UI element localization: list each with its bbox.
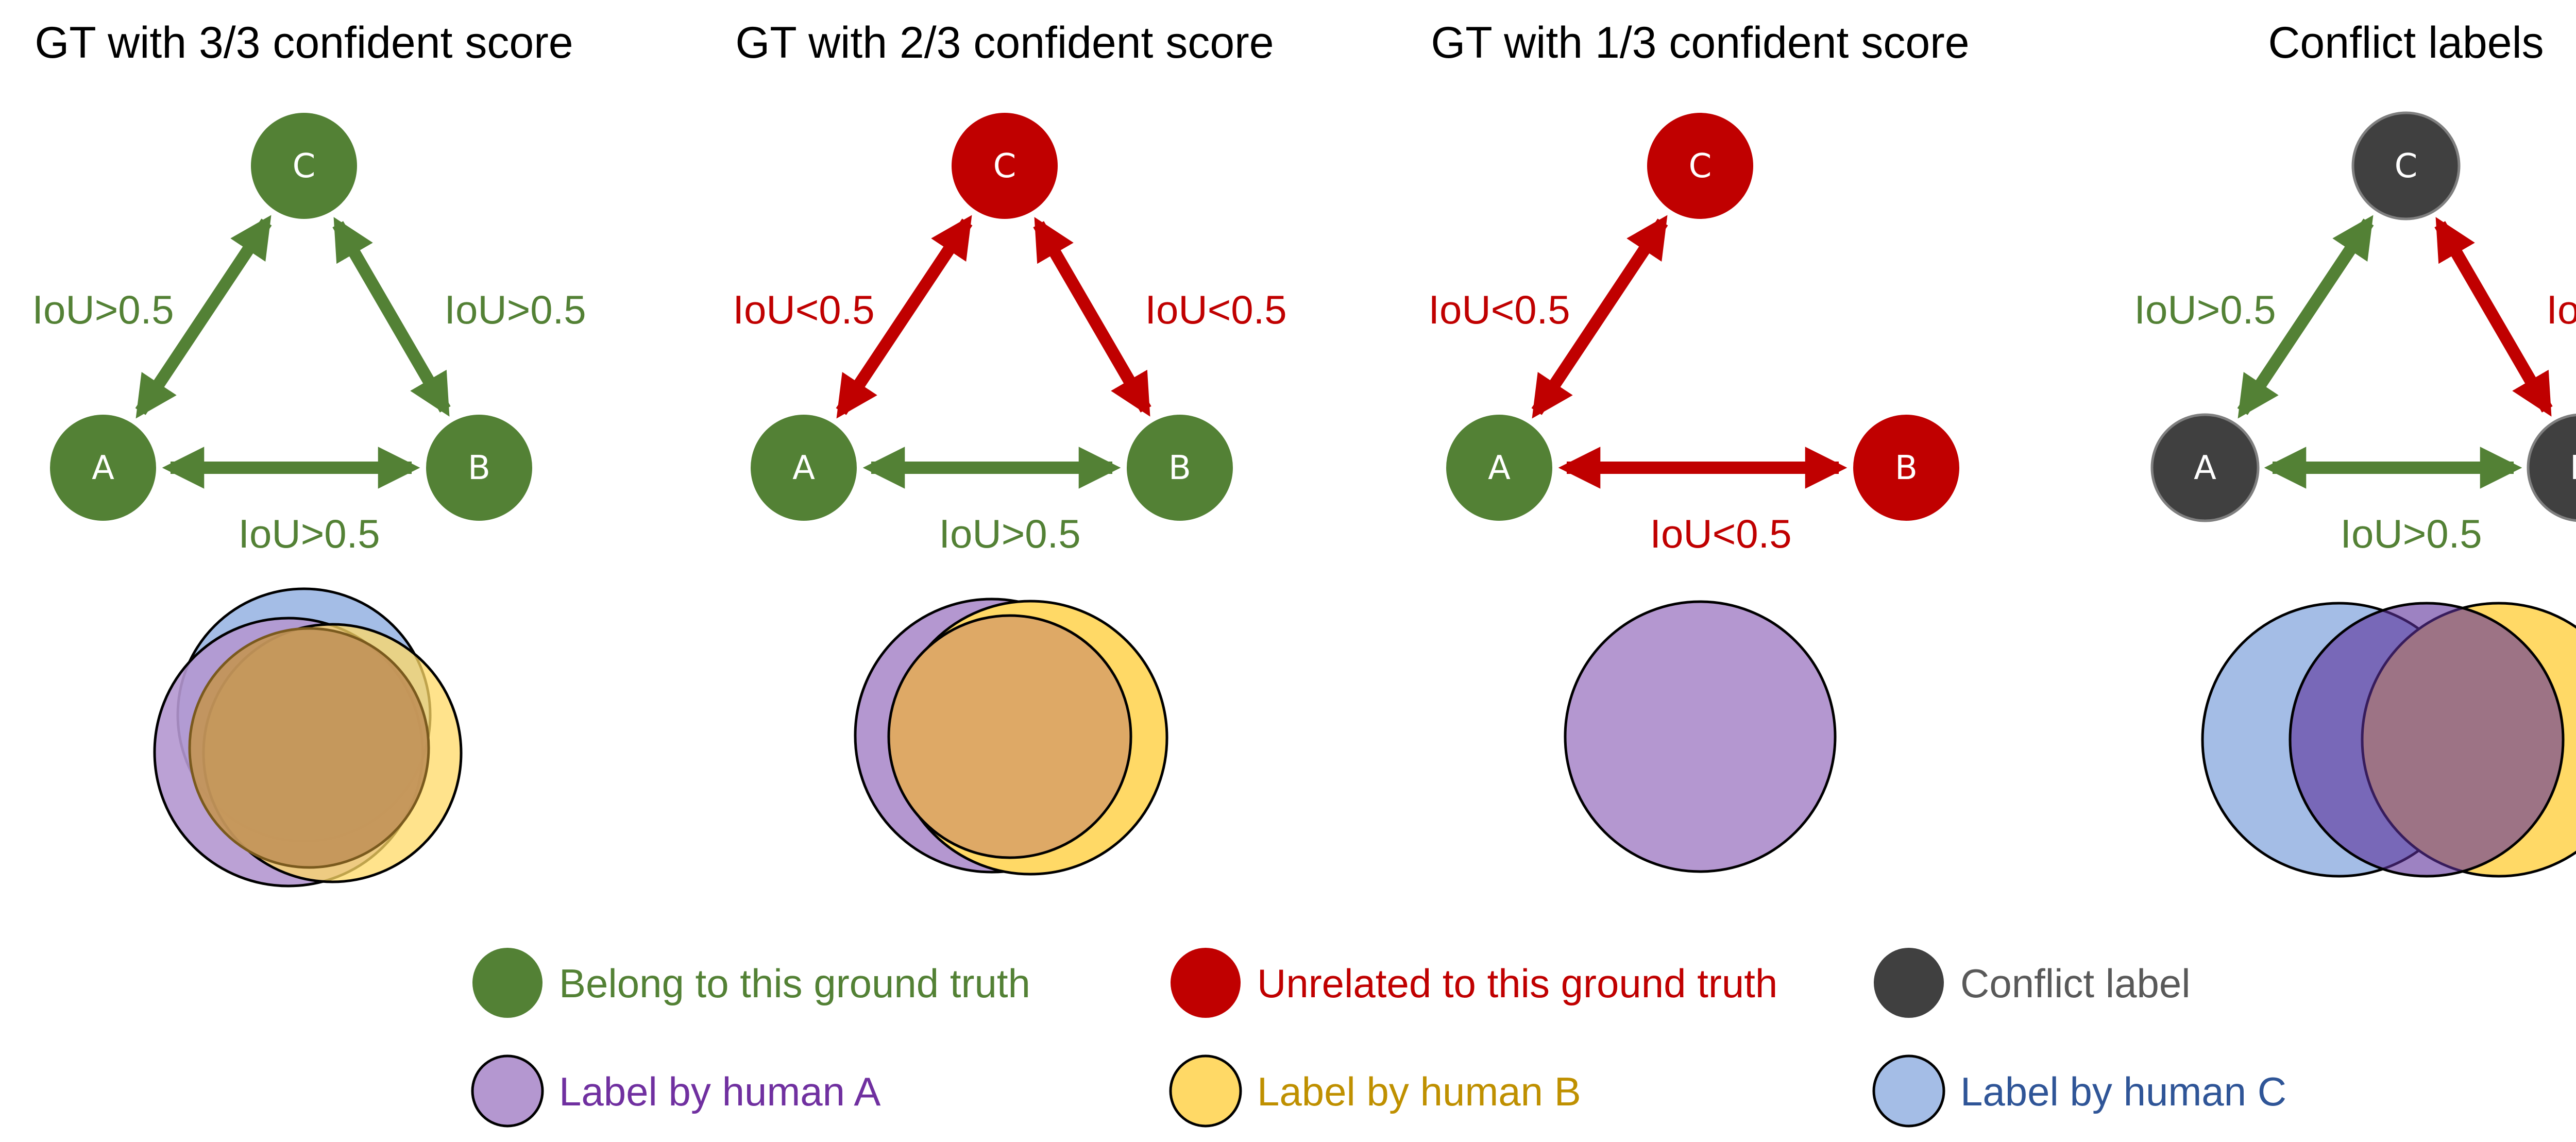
legend-swatch-green xyxy=(472,948,543,1018)
node-a-label: A xyxy=(792,449,815,487)
iou-label: IoU<0.5 xyxy=(733,287,874,332)
iou-label: IoU>0.5 xyxy=(939,511,1080,556)
label-a-circle xyxy=(2289,602,2565,878)
node-b-label: B xyxy=(2570,449,2576,487)
legend-swatch-blue xyxy=(1872,1054,1945,1128)
iou-label: IoU<0.5 xyxy=(1428,287,1570,332)
legend-swatch-purple xyxy=(471,1054,544,1128)
iou-label: IoU<0.5 xyxy=(1145,287,1286,332)
panel-3: GT with 1/3 confident scoreIoU<0.5IoU<0.… xyxy=(1428,18,1969,556)
node-a xyxy=(50,415,156,521)
node-b-label: B xyxy=(468,449,490,487)
iou-label: IoU>0.5 xyxy=(444,287,586,332)
iou-arrow-c-b xyxy=(1033,217,1151,417)
legend: Belong to this ground truth Unrelated to … xyxy=(471,948,2286,1128)
iou-arrow-c-b xyxy=(332,217,451,417)
iou-arrow-c-a xyxy=(836,215,973,419)
node-b xyxy=(2527,414,2576,522)
node-b xyxy=(1127,415,1233,521)
legend-label: Label by human B xyxy=(1257,1069,1581,1114)
overlap-figures xyxy=(153,587,2576,888)
iou-label: IoU<0.5 xyxy=(2546,287,2576,332)
legend-swatch-red xyxy=(1171,948,1241,1018)
panel-title: GT with 3/3 confident score xyxy=(35,18,573,67)
node-c xyxy=(1647,113,1753,219)
legend-label: Conflict label xyxy=(1960,961,2191,1006)
label-overlap-circle xyxy=(887,614,1132,859)
node-c-label: C xyxy=(1689,147,1712,185)
node-a xyxy=(1446,415,1552,521)
iou-arrow-c-b xyxy=(2434,217,2553,417)
panel-title: GT with 2/3 confident score xyxy=(735,18,1274,67)
node-c-label: C xyxy=(993,147,1016,185)
node-a xyxy=(751,415,857,521)
node-a xyxy=(2150,413,2260,522)
iou-label: IoU>0.5 xyxy=(2134,287,2276,332)
legend-label: Belong to this ground truth xyxy=(559,961,1030,1006)
legend-swatch-yellow xyxy=(1169,1054,1242,1128)
node-a-label: A xyxy=(2194,449,2216,487)
iou-arrow-c-a xyxy=(2237,215,2374,419)
node-c-label: C xyxy=(293,147,316,185)
node-a-label: A xyxy=(1488,449,1511,487)
iou-label: IoU>0.5 xyxy=(238,511,380,556)
node-c-label: C xyxy=(2395,147,2418,185)
node-c xyxy=(2351,111,2461,220)
legend-swatch-dark xyxy=(1874,948,1944,1018)
legend-label: Label by human C xyxy=(1960,1069,2286,1114)
node-b xyxy=(426,415,532,521)
iou-label: IoU>0.5 xyxy=(2340,511,2482,556)
label-overlap-circle xyxy=(188,627,430,869)
node-c xyxy=(251,113,357,219)
iou-label: IoU>0.5 xyxy=(32,287,174,332)
node-c xyxy=(952,113,1058,219)
panel-title: GT with 1/3 confident score xyxy=(1431,18,1969,67)
label-a-circle xyxy=(1564,600,1837,873)
legend-label: Label by human A xyxy=(559,1069,880,1114)
panel-title: Conflict labels xyxy=(2268,18,2544,67)
legend-label: Unrelated to this ground truth xyxy=(1257,961,1777,1006)
node-a-label: A xyxy=(92,449,114,487)
iou-arrow-c-a xyxy=(1531,215,1668,419)
node-b xyxy=(1853,415,1959,521)
node-b-label: B xyxy=(1895,449,1918,487)
iou-arrow-c-a xyxy=(135,215,272,419)
iou-label: IoU<0.5 xyxy=(1650,511,1791,556)
node-b-label: B xyxy=(1168,449,1191,487)
